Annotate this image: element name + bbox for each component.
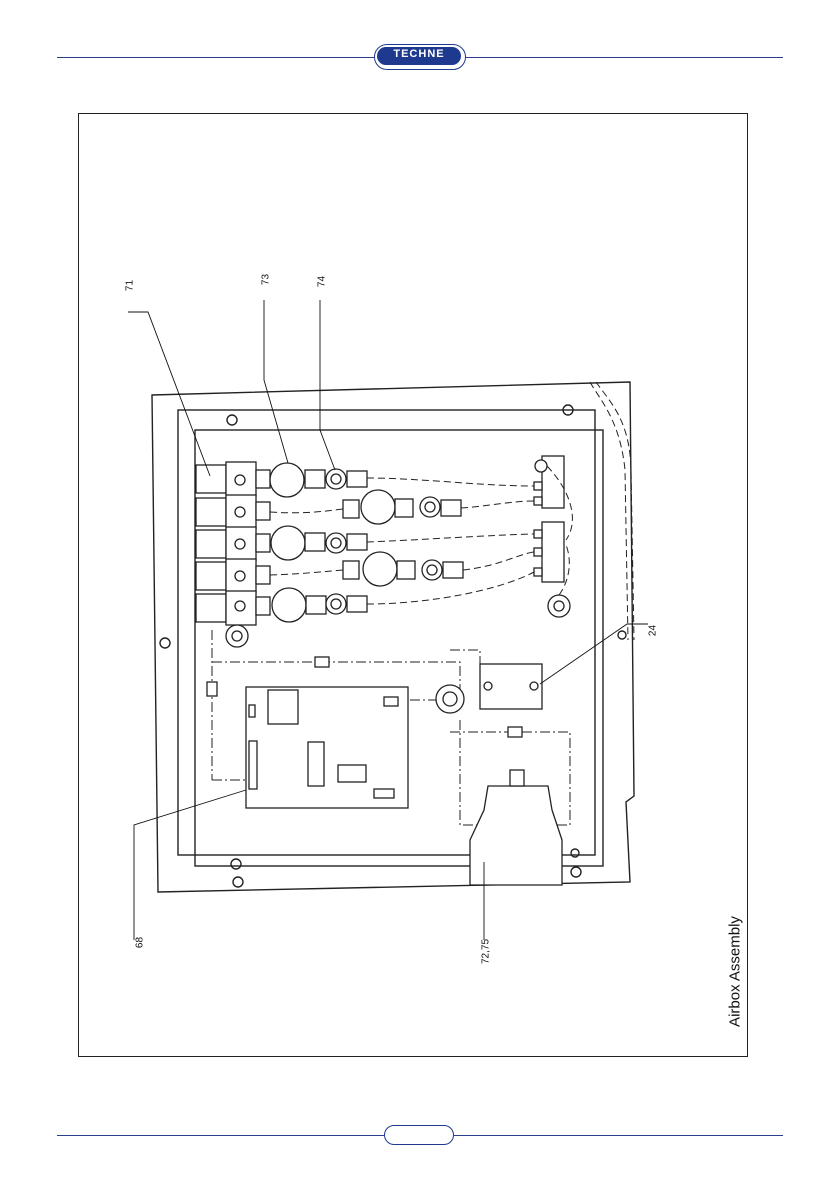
solenoid-nut xyxy=(235,539,245,549)
pcb-chip xyxy=(338,765,366,782)
pipe-grommet-core xyxy=(554,601,564,611)
valve-fitting xyxy=(256,534,270,552)
regulator-body xyxy=(272,588,306,622)
mounting-hole xyxy=(231,859,241,869)
solenoid-nut xyxy=(235,571,245,581)
manifold-port xyxy=(534,497,542,505)
leader-68 xyxy=(134,790,246,940)
mounting-hole xyxy=(571,849,579,857)
mounting-hole xyxy=(160,638,170,648)
solenoid-coil xyxy=(196,498,226,526)
restrictor-core xyxy=(331,474,341,484)
callout-68: 68 xyxy=(135,933,146,953)
valve-fitting xyxy=(256,502,270,520)
cable xyxy=(596,382,634,640)
solenoid-nut xyxy=(235,507,245,517)
figure-caption: Airbox Assembly xyxy=(727,867,744,1077)
tubing xyxy=(367,534,534,542)
restrictor-fitting xyxy=(347,534,367,550)
restrictor-core xyxy=(425,502,435,512)
callout-72-75: 72,75 xyxy=(481,932,492,972)
solenoid-coil xyxy=(196,594,226,622)
restrictor-fitting xyxy=(443,562,463,578)
regulator-body xyxy=(270,463,304,497)
manifold-block xyxy=(542,522,564,582)
inline-fuse xyxy=(207,682,217,696)
restrictor-fitting xyxy=(343,561,359,579)
pcb-component xyxy=(249,705,255,717)
leader-74 xyxy=(320,300,335,470)
inlet-fitting xyxy=(535,460,547,472)
restrictor-fitting xyxy=(347,596,367,612)
manifold-port xyxy=(534,548,542,556)
tubing xyxy=(461,501,534,508)
pressure-sensor-core xyxy=(443,692,457,706)
manifold-port xyxy=(534,568,542,576)
callout-71: 71 xyxy=(125,276,136,296)
solenoid-coil xyxy=(196,465,226,493)
mounting-hole xyxy=(571,867,581,877)
pcb-chip xyxy=(268,690,298,724)
cable xyxy=(590,382,628,640)
restrictor-core xyxy=(427,565,437,575)
valve-fitting xyxy=(256,597,270,615)
restrictor-fitting xyxy=(397,561,415,579)
regulator-body xyxy=(361,490,395,524)
regulator-body xyxy=(271,526,305,560)
restrictor-core xyxy=(331,599,341,609)
restrictor-fitting xyxy=(305,533,325,551)
tubing xyxy=(270,570,343,575)
valve-fitting xyxy=(256,566,270,584)
callout-24: 24 xyxy=(648,621,659,641)
restrictor-fitting xyxy=(347,471,367,487)
restrictor-fitting xyxy=(343,500,359,518)
wiring xyxy=(460,720,478,825)
manifold-port xyxy=(534,482,542,490)
restrictor-fitting xyxy=(306,596,326,614)
solenoid-nut xyxy=(235,475,245,485)
valve-fitting xyxy=(256,470,270,488)
pipe-grommet-core xyxy=(232,631,242,641)
solenoid-coil xyxy=(196,530,226,558)
tubing xyxy=(367,478,534,486)
mounting-hole xyxy=(233,877,243,887)
mounting-hole xyxy=(618,631,626,639)
restrictor-fitting xyxy=(441,500,461,516)
tubing xyxy=(270,509,343,513)
solenoid-coil xyxy=(196,562,226,590)
pcb-connector xyxy=(249,741,257,789)
regulator-body xyxy=(363,552,397,586)
pcb-chip xyxy=(308,742,324,786)
restrictor-core xyxy=(331,538,341,548)
restrictor-fitting xyxy=(305,470,325,488)
connector-top xyxy=(510,770,524,786)
tubing xyxy=(463,552,534,570)
callout-74: 74 xyxy=(317,272,328,292)
mounting-hole xyxy=(227,415,237,425)
pcb-chip xyxy=(384,697,398,706)
pcb-chip xyxy=(374,789,394,798)
solenoid-nut xyxy=(235,601,245,611)
transformer-hole xyxy=(484,682,492,690)
leader-73 xyxy=(264,300,288,463)
restrictor-fitting xyxy=(395,499,413,517)
callout-73: 73 xyxy=(261,270,272,290)
transformer-hole xyxy=(530,682,538,690)
inline-fuse xyxy=(315,657,329,667)
inline-fuse xyxy=(508,727,522,737)
manifold-port xyxy=(534,530,542,538)
